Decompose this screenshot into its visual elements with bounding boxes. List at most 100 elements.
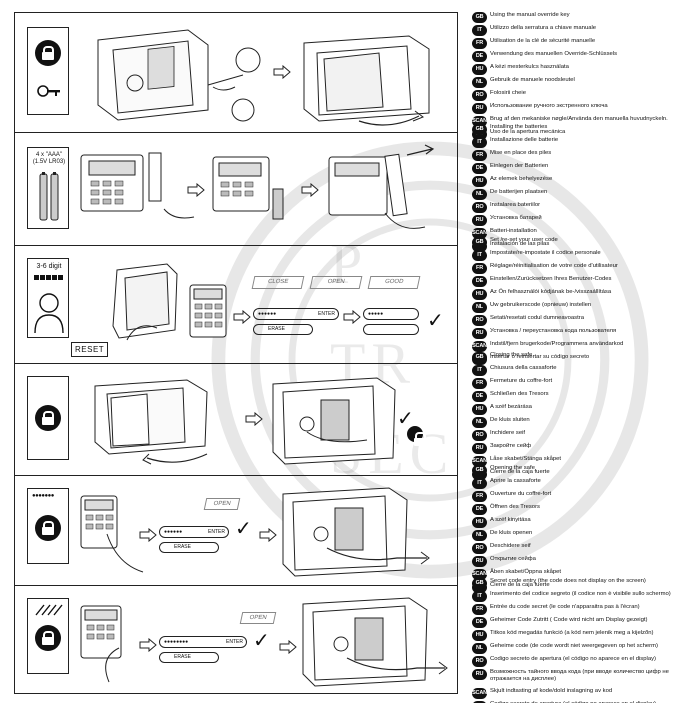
confirm-entry-bar: ●●●●● (363, 308, 419, 320)
erase-key-label: ERASE (174, 654, 191, 660)
language-code-badge: FR (472, 263, 487, 274)
lang-row: ESCodigo secreto de apertura (el código … (472, 701, 686, 703)
erase-key-label: ERASE (268, 326, 285, 332)
display-good: GOOD (367, 276, 421, 289)
language-instruction-text: Réglage/réinitialisation de votre code d… (490, 263, 618, 269)
language-code-badge: DE (472, 504, 487, 515)
safe-open-drawing (299, 31, 449, 126)
unlock-icon (35, 40, 61, 66)
language-instruction-text: Inchidere seif (490, 430, 526, 436)
language-instruction-text: Öffnen des Tresors (490, 504, 540, 510)
language-code-badge: HU (472, 64, 487, 75)
enter-key-label: ENTER (318, 311, 335, 317)
language-instruction-text: Einlegen der Batterien (490, 163, 549, 169)
language-code-badge: SCAN (472, 569, 487, 580)
code-entry-bar: ●●●●●● ENTER (253, 308, 339, 320)
arrow-right-icon (187, 183, 205, 197)
language-code-badge: RO (472, 202, 487, 213)
language-instruction-text: Inserimento del codice segreto (il codic… (490, 591, 671, 597)
confirm-erase-key (363, 324, 419, 335)
language-instruction-text: Geheimer Code Zutritt ( Code wird nicht … (490, 617, 648, 623)
language-code-badge: NL (472, 302, 487, 313)
language-code-badge: NL (472, 417, 487, 428)
language-instruction-text: Closing the safe (490, 352, 533, 358)
panel-secret-code: ●●●●●●●● ENTER ERASE OPEN ✓ (15, 586, 457, 695)
language-code-badge: NL (472, 643, 487, 654)
language-instruction-text: Batteri-installation (490, 228, 537, 234)
language-code-badge: HU (472, 176, 487, 187)
language-code-badge: DE (472, 51, 487, 62)
code-keys-icon (34, 275, 63, 280)
code-dots: ●●●●● (368, 311, 384, 317)
keypad-insert-drawing (211, 151, 291, 231)
language-instruction-text: Az elemek behelyezése (490, 176, 553, 182)
language-code-badge: RO (472, 315, 487, 326)
hidden-code-icon (35, 604, 63, 616)
language-instruction-text: Использование ручного экстренного ключа (490, 103, 608, 109)
language-code-badge: DE (472, 276, 487, 287)
language-code-badge: RO (472, 430, 487, 441)
language-code-badge: SCAN (472, 688, 487, 699)
locked-small-icon (407, 426, 426, 446)
language-code-badge: GB (472, 465, 487, 476)
language-code-badge: IT (472, 25, 487, 36)
language-instruction-text: Cierre de la caja fuerte (490, 582, 550, 588)
language-instruction-text: A széf bezárása (490, 404, 532, 410)
language-instruction-text: Setati/resetati codul dumneavoastra (490, 315, 584, 321)
keypad-code-drawing (189, 284, 229, 340)
language-instruction-text: Ouverture du coffre-fort (490, 491, 552, 497)
safe-closing-drawing (87, 376, 227, 468)
language-instruction-text: A széf kinyitása (490, 517, 531, 523)
unlock-icon (35, 625, 61, 651)
language-instruction-text: Låse skabet/Stänga skåpet (490, 456, 562, 462)
check-icon: ✓ (253, 628, 270, 652)
arrow-right-icon (343, 310, 361, 324)
battery-cover-drawing (327, 143, 447, 238)
language-code-badge: GB (472, 237, 487, 248)
language-code-badge: SCAN (472, 116, 487, 127)
language-code-badge: SCAN (472, 228, 487, 239)
language-instruction-text: Codigo secreto de apertura (el código no… (490, 656, 657, 662)
language-instruction-text: Deschidere seif (490, 543, 531, 549)
language-instruction-text: Installazione delle batterie (490, 137, 559, 143)
display-open: OPEN (309, 276, 363, 289)
language-code-badge: RU (472, 328, 487, 339)
keypad-secret-drawing (79, 604, 149, 690)
language-code-badge: IT (472, 250, 487, 261)
battery-icon-box: 4 x "AAA" (1.5V LR03) (27, 147, 69, 229)
unlock-icon (35, 515, 61, 541)
language-instruction-text: Åben skabet/Öppna skåpet (490, 569, 562, 575)
keypad-open-drawing (79, 494, 149, 584)
language-instruction-text: Instalarea bateriilor (490, 202, 541, 208)
language-instruction-text: Установка / переустановка кода пользоват… (490, 328, 617, 334)
language-instruction-text: Skjult indtasting af kode/dold inslagnin… (490, 688, 613, 694)
erase-key: ERASE (253, 324, 313, 335)
language-code-badge: NL (472, 530, 487, 541)
language-code-badge: FR (472, 604, 487, 615)
language-code-badge: RU (472, 215, 487, 226)
